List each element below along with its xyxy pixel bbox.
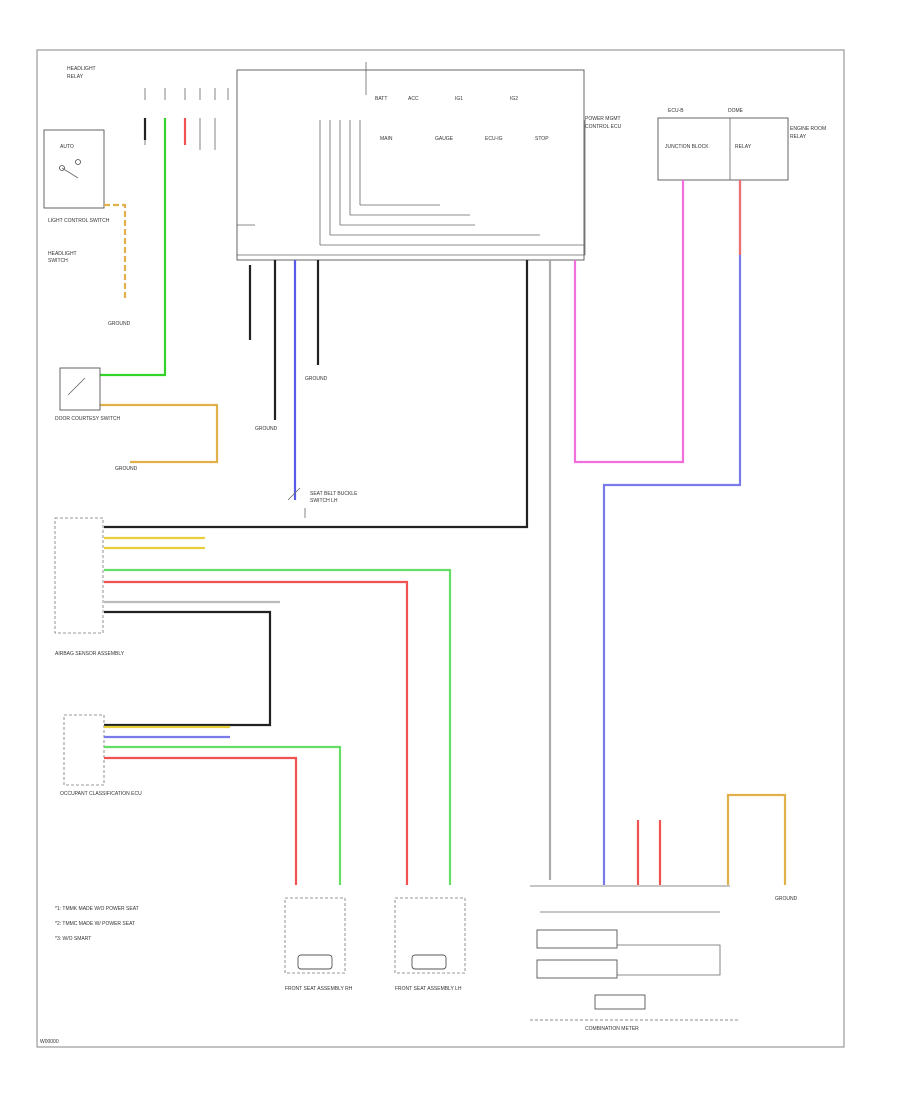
wire-pink [573,180,685,464]
svg-text:RELAY: RELAY [790,134,807,140]
svg-text:SWITCH LH: SWITCH LH [310,498,338,504]
svg-text:IG2: IG2 [510,96,518,102]
wire-orange-left [104,203,127,300]
door-courtesy-switch: DOOR COURTESY SWITCH [55,367,120,422]
top-left-connector-block: HEADLIGHT RELAY [67,66,229,150]
svg-text:CONTROL ECU: CONTROL ECU [585,124,622,130]
light-control-switch: AUTO LIGHT CONTROL SWITCH HEADLIGHT SWIT… [43,129,110,264]
svg-text:IG1: IG1 [455,96,463,102]
wire-green-left [100,118,167,377]
meter-label: COMBINATION METER [585,1026,639,1032]
svg-text:SWITCH: SWITCH [48,258,68,264]
left-seat-assembly: FRONT SEAT ASSEMBLY LH [394,897,466,992]
diagram-frame [36,49,845,1048]
svg-text:BATT: BATT [375,96,387,102]
wire-green-airbag [104,568,452,885]
svg-text:HEADLIGHT: HEADLIGHT [48,251,77,257]
wire-black-airbag-2 [104,610,272,727]
svg-text:ECU-IG: ECU-IG [485,136,503,142]
note-1: *1: TMMK MADE W/O POWER SEAT [55,906,139,912]
right-seat-label: FRONT SEAT ASSEMBLY RH [285,986,353,992]
left-switch-label: LIGHT CONTROL SWITCH [48,218,110,224]
footer-code: W00000 [40,1039,59,1045]
main-body-ecu: BATT ACC IG1 IG2 MAIN GAUGE ECU-IG STOP … [236,62,622,261]
note-3: *3: W/O SMART [55,936,91,942]
svg-text:ENGINE ROOM: ENGINE ROOM [790,126,826,132]
airbag-sensor-assembly: AIRBAG SENSOR ASSEMBLY [54,517,125,657]
seat-belt-switch: SEAT BELT BUCKLE SWITCH LH [287,487,358,518]
wire-lightblue [602,180,742,885]
svg-text:GROUND: GROUND [108,321,131,327]
occupant-label: OCCUPANT CLASSIFICATION ECU [60,791,142,797]
svg-text:GAUGE: GAUGE [435,136,454,142]
svg-text:ECU-B: ECU-B [668,108,684,114]
svg-text:DOME: DOME [728,108,744,114]
ground-symbols: GROUND GROUND GROUND GROUND GROUND [108,321,798,902]
engine-room-relay-block: ECU-B DOME JUNCTION BLOCK RELAY ENGINE R… [657,108,826,181]
wire-orange-meter [726,793,787,885]
svg-text:MAIN: MAIN [380,136,393,142]
svg-text:GROUND: GROUND [115,466,138,472]
door-switch-label: DOOR COURTESY SWITCH [55,416,120,422]
wire-orange-switch [100,403,219,464]
note-2: *2: TMMC MADE W/ POWER SEAT [55,921,135,927]
left-seat-label: FRONT SEAT ASSEMBLY LH [395,986,462,992]
svg-text:STOP: STOP [535,136,549,142]
svg-text:GROUND: GROUND [255,426,278,432]
svg-text:GROUND: GROUND [775,896,798,902]
svg-text:HEADLIGHT: HEADLIGHT [67,66,96,72]
airbag-label: AIRBAG SENSOR ASSEMBLY [55,651,125,657]
jb-label: JUNCTION BLOCK [665,144,709,150]
notes: *1: TMMK MADE W/O POWER SEAT *2: TMMC MA… [55,906,139,942]
svg-text:RELAY: RELAY [67,74,84,80]
svg-text:GROUND: GROUND [305,376,328,382]
svg-text:ACC: ACC [408,96,419,102]
wire-black-airbag [104,260,529,529]
right-seat-assembly: FRONT SEAT ASSEMBLY RH [284,897,353,992]
wire-red-airbag [104,580,409,885]
svg-text:POWER MGMT: POWER MGMT [585,116,621,122]
wire-green-occ [104,745,342,885]
svg-text:AUTO: AUTO [60,144,74,150]
svg-text:RELAY: RELAY [735,144,752,150]
wire-red-occ [104,756,298,885]
combination-meter: COMBINATION METER [530,885,740,1032]
svg-text:SEAT BELT BUCKLE: SEAT BELT BUCKLE [310,491,358,497]
occupant-classification-ecu: OCCUPANT CLASSIFICATION ECU [60,714,142,797]
